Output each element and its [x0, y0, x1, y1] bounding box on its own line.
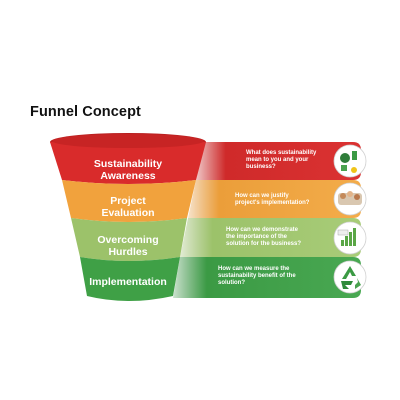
growth-chart-icon [333, 221, 367, 255]
band-project-evaluation [188, 180, 361, 218]
funnel-rim-top [52, 134, 204, 148]
funnel-section-red [50, 142, 206, 184]
band-implementation [173, 257, 361, 298]
band-overcoming-hurdles [180, 218, 361, 257]
stage-label-overcoming-hurdles: Overcoming Hurdles [97, 234, 159, 258]
funnel-section-green [80, 257, 180, 301]
question-implementation: How can we measure the sustainability be… [218, 266, 296, 287]
funnel-section-orange [62, 180, 196, 222]
page-title: Funnel Concept [30, 104, 141, 120]
band-sustainability-awareness [196, 142, 361, 180]
sustainability-globe-icon [333, 144, 367, 178]
funnel-section-lightgreen [71, 218, 187, 261]
stage-label-project-evaluation: Project Evaluation [101, 195, 155, 219]
question-sustainability-awareness: What does sustainability mean to you and… [246, 150, 317, 171]
recycle-icon [333, 260, 367, 294]
stage-label-sustainability-awareness: Sustainability Awareness [93, 158, 163, 182]
team-handshake-icon [333, 182, 367, 216]
question-overcoming-hurdles: How can we demonstrate the importance of… [226, 227, 302, 248]
stage-label-implementation: Implementation [89, 276, 167, 288]
question-project-evaluation: How can we justify project's implementat… [235, 193, 310, 207]
